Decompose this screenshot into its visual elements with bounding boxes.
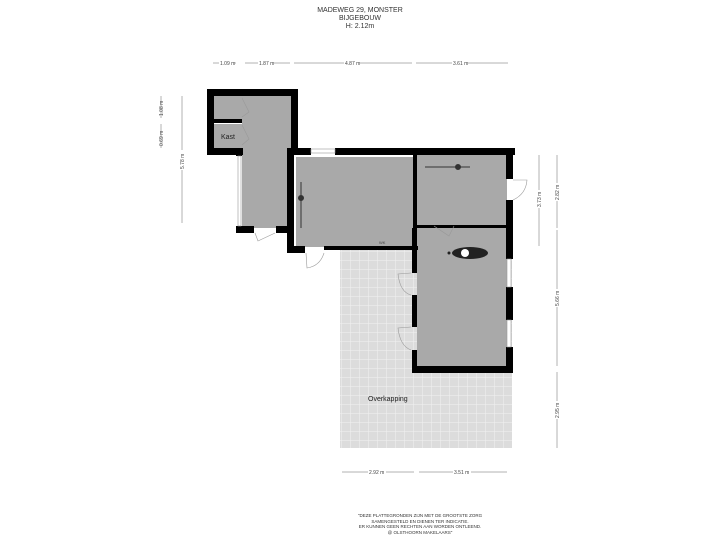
door-swing: [254, 232, 276, 242]
door-swing: [397, 326, 412, 351]
disclaimer-line: "DEZE PLATTEGRONDEN ZIJN MET DE GROOTSTE…: [357, 513, 483, 518]
windows: [237, 148, 512, 348]
dim-label: 1.87 m: [259, 61, 274, 67]
door-swing: [241, 97, 250, 118]
upper-right-room: [417, 154, 507, 226]
bicycle-icon: [298, 182, 304, 228]
dim-label: 1.09 m: [220, 61, 235, 67]
door-swing: [512, 179, 528, 201]
dim-label: 4.87 m: [345, 61, 360, 67]
wk-label: WK: [379, 240, 386, 245]
door-swing: [397, 272, 412, 296]
building-subtitle: BIJGEBOUW: [338, 15, 381, 22]
dim-label: 2.92 m: [369, 470, 384, 476]
door-swing: [433, 225, 455, 237]
overkapping-label: Overkapping: [368, 396, 408, 403]
kast-label: Kast: [221, 134, 235, 141]
dim-label: 2.95 m: [555, 403, 561, 418]
motorcycle-icon: [447, 247, 488, 259]
corridor-room: [242, 96, 292, 228]
kast-room: [214, 124, 244, 149]
plan-header: MADEWEG 29, MONSTER BIJGEBOUW H: 2.12m: [0, 7, 720, 31]
door-swing: [305, 252, 325, 269]
dim-label: 5.66 m: [555, 291, 561, 306]
dim-label: 3.73 m: [537, 192, 543, 207]
disclaimer-line: @ OLSTHOORN MAKELAARS": [387, 529, 453, 535]
disclaimer-line: ER KUNNEN GEEN RECHTEN AAN WORDEN ONTLEE…: [358, 524, 482, 529]
storage-room-upper: [214, 96, 244, 120]
disclaimer: "DEZE PLATTEGRONDEN ZIJN MET DE GROOTSTE…: [320, 513, 520, 535]
bicycle-icon: [425, 164, 470, 170]
dim-label: 3.61 m: [453, 61, 468, 67]
middle-room: [296, 157, 416, 247]
ceiling-height: H: 2.12m: [345, 23, 375, 30]
bottom-dimensions: 2.92 m 3.51 m: [342, 469, 507, 476]
doors: [241, 97, 528, 351]
top-dimensions: 1.09 m 1.87 m 4.87 m 3.61 m: [213, 60, 508, 67]
walls: [207, 89, 515, 373]
dim-label: 5.78 m: [180, 154, 186, 169]
door-swing: [241, 124, 250, 146]
dim-label: 3.51 m: [454, 470, 469, 476]
dim-label: 2.82 m: [555, 185, 561, 200]
dim-label: 1.08 m: [159, 101, 165, 116]
left-dimensions: 1.08 m 0.69 m 5.78 m: [159, 96, 186, 223]
address-title: MADEWEG 29, MONSTER: [317, 7, 403, 14]
dim-label: 0.69 m: [159, 131, 165, 146]
right-dimensions: 3.73 m 2.82 m 5.66 m 2.95 m: [537, 155, 561, 448]
disclaimer-line: SAMENGESTELD EN DIENEN TER INDICATIE.: [371, 518, 469, 524]
